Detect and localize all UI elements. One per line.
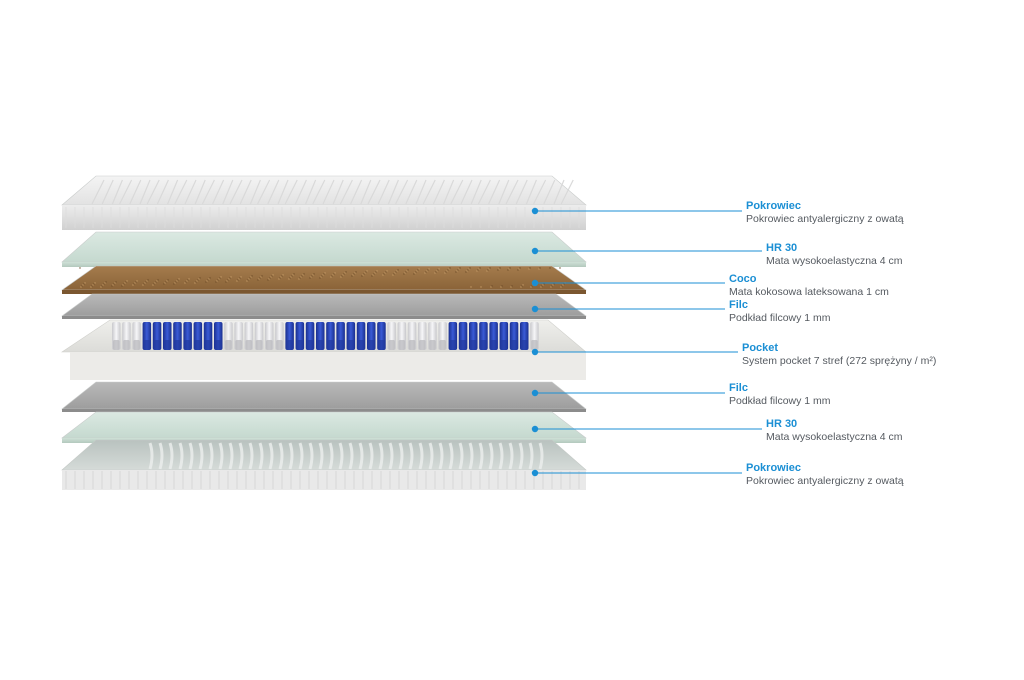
label-hr30-top: HR 30 Mata wysokoelastyczna 4 cm [766,242,903,267]
label-coco: Coco Mata kokosowa lateksowana 1 cm [729,273,889,298]
layer-hr30-top [61,231,587,267]
label-title: HR 30 [766,418,798,430]
layer-felt-bottom [61,381,587,412]
label-title: Coco [729,273,757,285]
leader-coco [531,279,725,287]
label-felt-bottom: Filc Podkład filcowy 1 mm [729,382,831,407]
leader-cover-bottom [531,469,742,477]
layer-cover-bottom [61,439,587,490]
label-title: HR 30 [766,242,798,254]
leader-felt-top [531,305,725,313]
label-description: Podkład filcowy 1 mm [729,311,831,324]
label-description: Podkład filcowy 1 mm [729,394,831,407]
leader-pocket [531,348,738,356]
label-title: Pokrowiec [746,462,802,474]
label-cover-bottom: Pokrowiec Pokrowiec antyalergiczny z owa… [746,462,904,487]
label-title: Pokrowiec [746,200,802,212]
label-hr30-bottom: HR 30 Mata wysokoelastyczna 4 cm [766,418,903,443]
label-description: Mata wysokoelastyczna 4 cm [766,254,903,267]
label-description: Mata kokosowa lateksowana 1 cm [729,285,889,298]
label-description: Mata wysokoelastyczna 4 cm [766,430,903,443]
layer-pocket [61,319,587,380]
leader-felt-bottom [531,389,725,397]
label-title: Filc [729,299,748,311]
label-cover-top: Pokrowiec Pokrowiec antyalergiczny z owa… [746,200,904,225]
label-description: System pocket 7 stref (272 sprężyny / m²… [742,354,937,367]
label-description: Pokrowiec antyalergiczny z owatą [746,212,904,225]
label-title: Pocket [742,342,779,354]
layer-felt-top [61,293,587,319]
layer-coco [61,265,587,294]
label-felt-top: Filc Podkład filcowy 1 mm [729,299,831,324]
layer-cover-top [61,175,587,230]
leader-cover-top [531,207,742,215]
label-pocket: Pocket System pocket 7 stref (272 spręży… [742,342,936,367]
leader-hr30-top [531,247,762,255]
layer-hr30-bottom [61,411,587,443]
label-title: Filc [729,382,748,394]
label-description: Pokrowiec antyalergiczny z owatą [746,474,904,487]
leader-hr30-bottom [531,425,762,433]
